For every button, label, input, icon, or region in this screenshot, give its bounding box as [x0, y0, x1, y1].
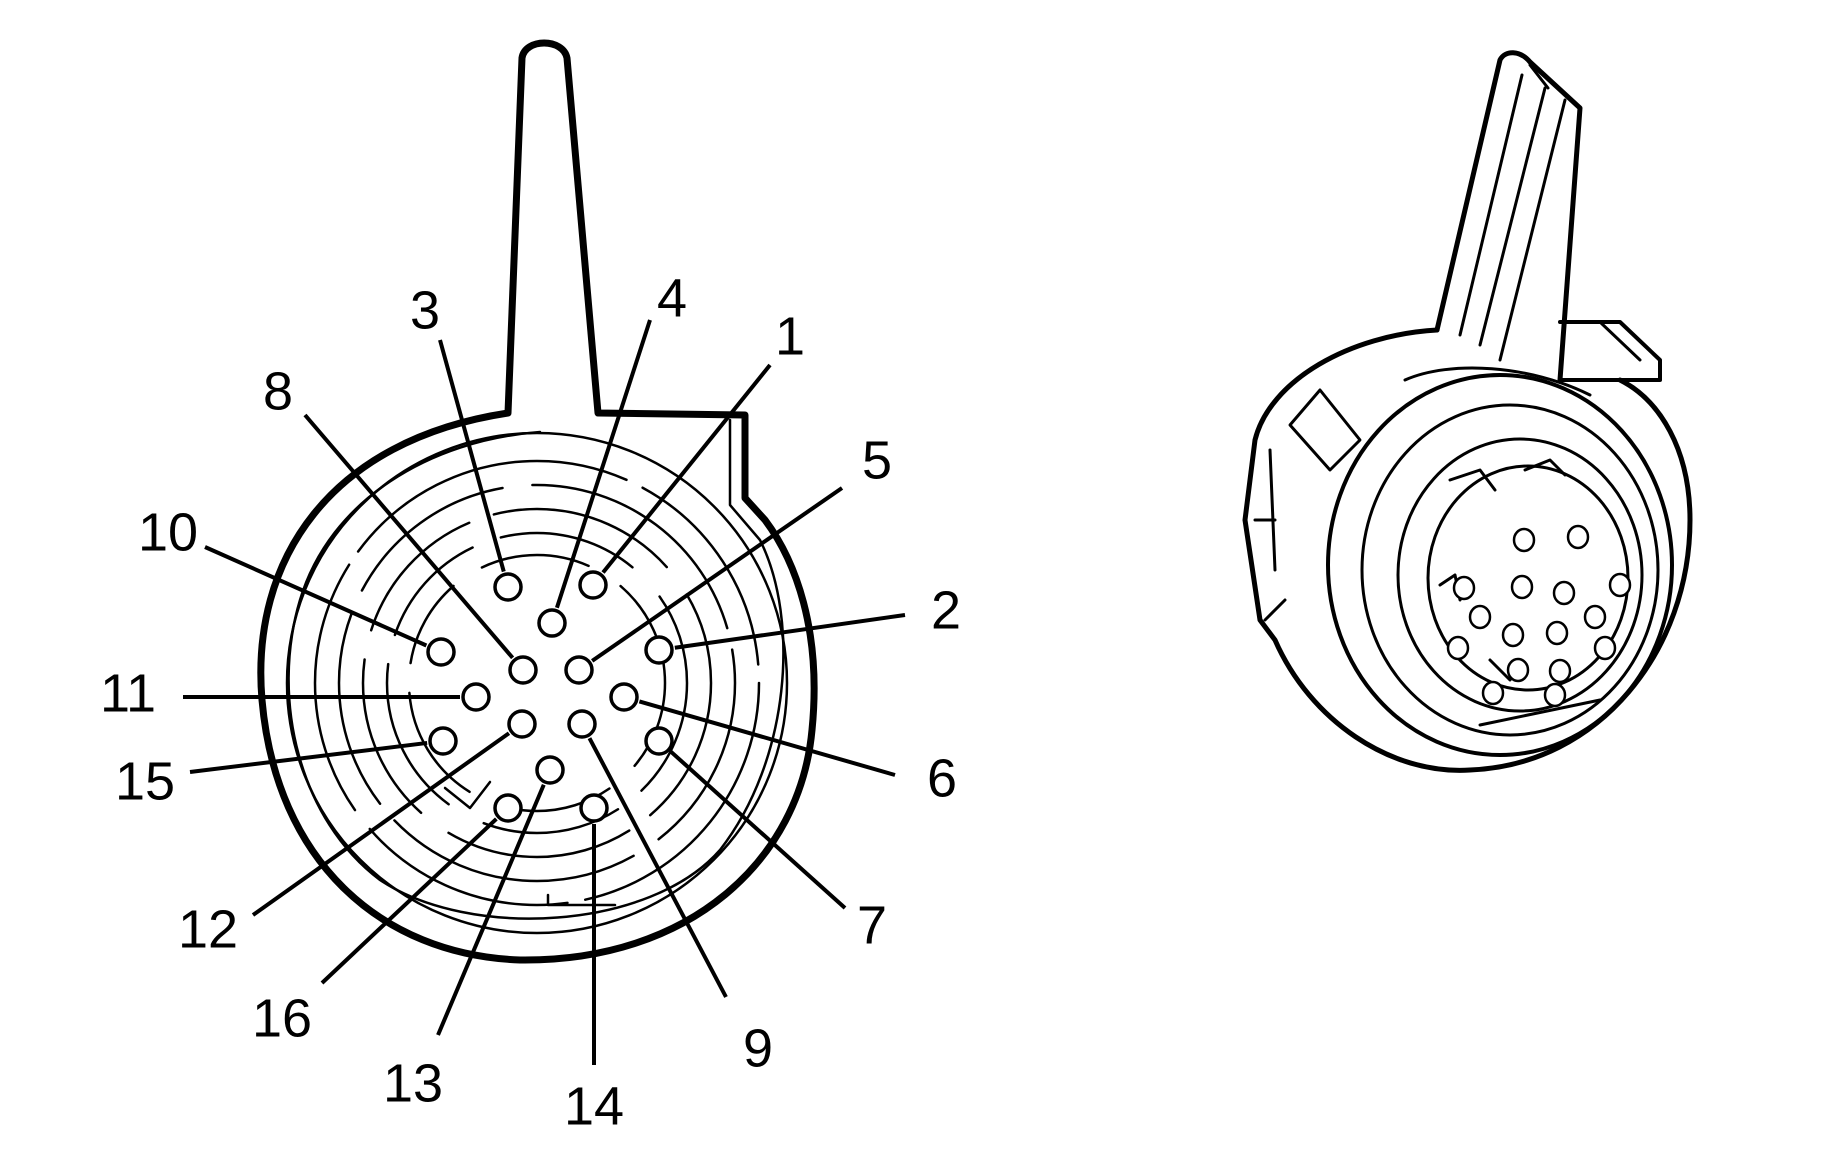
pin-6-cavity: [609, 682, 639, 712]
pin-11-label: 11: [100, 663, 156, 723]
iso-pin-cavity: [1543, 682, 1567, 708]
pin-7-leader: [669, 750, 847, 910]
shell-detail: [1263, 598, 1287, 622]
shell-detail: [1268, 448, 1277, 572]
pin-4-leader: [555, 319, 652, 609]
pin-10-leader: [204, 545, 428, 648]
pin-5-leader: [591, 486, 844, 663]
pin-13-leader: [436, 783, 546, 1036]
pin-13-label: 13: [383, 1053, 443, 1113]
pin-6-leader: [638, 699, 896, 777]
pin-9-cavity: [567, 709, 597, 739]
iso-pin-cavity: [1552, 580, 1576, 606]
pin-13-cavity: [535, 755, 565, 785]
insert-ring: [1396, 437, 1644, 713]
iso-pin-cavity: [1501, 622, 1525, 648]
shell-detail: [1403, 366, 1592, 397]
lock-tab-rib: [1498, 98, 1567, 362]
connector-iso-view: [1242, 50, 1693, 773]
pin-2-label: 2: [931, 580, 961, 640]
pin-16-leader: [320, 817, 498, 985]
pin-15-label: 15: [115, 751, 175, 811]
iso-pin-cavity: [1583, 604, 1607, 630]
pin-5-label: 5: [862, 430, 892, 490]
latch-block-edge: [1598, 320, 1642, 362]
pin-16-label: 16: [252, 988, 312, 1048]
pin-12-label: 12: [178, 899, 238, 959]
pin-5-cavity: [564, 655, 594, 685]
lock-tab-rib: [1458, 73, 1524, 337]
pin-15-cavity: [428, 726, 458, 756]
lock-tab: [1434, 50, 1583, 383]
pin-3-cavity: [493, 572, 523, 602]
pin-9-leader: [587, 737, 728, 998]
pin-9-label: 9: [743, 1018, 773, 1078]
connector-face-view: [257, 39, 818, 964]
iso-pin-cavity: [1452, 575, 1476, 601]
pin-10-cavity: [426, 637, 456, 667]
connector-body-outline: [257, 39, 818, 964]
pin-12-leader: [251, 731, 511, 917]
pin-6-label: 6: [927, 748, 957, 808]
pin-1-leader: [601, 363, 772, 574]
lock-tab-rib: [1478, 86, 1547, 347]
pin-15-leader: [189, 740, 428, 774]
shell-detail: [1448, 468, 1497, 492]
ring: [385, 531, 689, 835]
shell-detail: [1488, 658, 1512, 682]
pin-3-label: 3: [410, 280, 440, 340]
iso-pin-cavity: [1593, 635, 1617, 661]
iso-pin-cavity: [1510, 574, 1534, 600]
ring: [285, 431, 789, 935]
ring: [407, 553, 667, 813]
iso-pin-cavity: [1548, 658, 1572, 684]
shell-detail: [1288, 388, 1362, 472]
pin-2-leader: [674, 613, 906, 650]
pin-7-cavity: [644, 726, 674, 756]
key-notch: [443, 780, 492, 810]
pin-8-cavity: [508, 655, 538, 685]
iso-pin-cavity: [1468, 604, 1492, 630]
iso-pin-cavity: [1566, 524, 1590, 550]
shell-detail: [1523, 458, 1567, 477]
ring: [313, 459, 761, 907]
pin-2-cavity: [644, 635, 674, 665]
outer-shell: [1242, 327, 1693, 773]
pin-4-cavity: [537, 608, 567, 638]
shell-detail: [1478, 698, 1602, 727]
pin-8-label: 8: [263, 361, 293, 421]
iso-pin-cavity: [1512, 527, 1536, 553]
pin-16-cavity: [493, 793, 523, 823]
pin-11-cavity: [461, 682, 491, 712]
pin-4-label: 4: [657, 268, 687, 328]
iso-pin-cavity: [1608, 572, 1632, 598]
iso-pin-cavity: [1545, 620, 1569, 646]
ring: [337, 483, 737, 883]
front-rim: [1326, 373, 1674, 757]
iso-pin-cavity: [1481, 680, 1505, 706]
ring: [361, 507, 713, 859]
lock-tab-rib: [1528, 63, 1550, 90]
pin-14-label: 14: [564, 1076, 624, 1136]
pin-1-label: 1: [775, 306, 805, 366]
iso-pin-cavity: [1446, 635, 1470, 661]
pin-7-label: 7: [857, 895, 887, 955]
pin-12-cavity: [507, 709, 537, 739]
pin-3-leader: [438, 339, 506, 573]
pin-14-cavity: [579, 793, 609, 823]
iso-pin-cavity: [1506, 657, 1530, 683]
front-rim-inner: [1360, 403, 1660, 737]
iso-pin-layer: [1446, 524, 1632, 708]
pin-8-leader: [303, 413, 515, 660]
pin-1-cavity: [578, 570, 608, 600]
pin-10-label: 10: [138, 502, 198, 562]
